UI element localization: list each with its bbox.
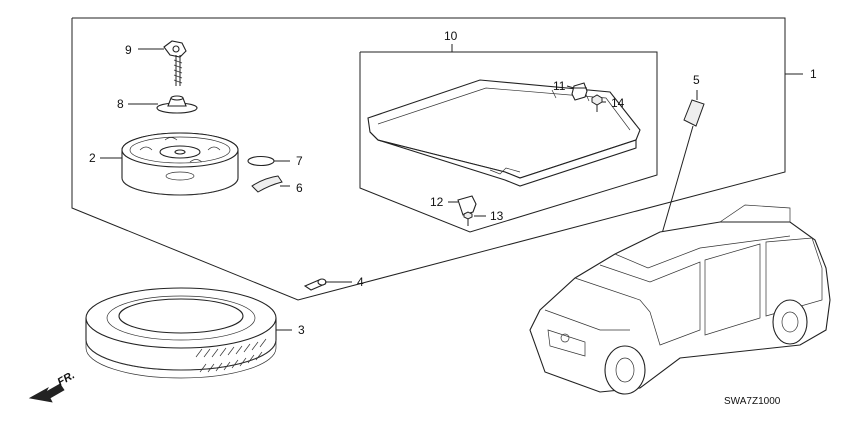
seal-ring-part <box>247 155 275 167</box>
callout-9: 9 <box>125 43 132 57</box>
front-indicator-label: FR. <box>56 369 77 388</box>
label-tag-part <box>683 99 705 127</box>
diagram-code: SWA7Z1000 <box>724 396 781 407</box>
callout-7: 7 <box>296 154 303 168</box>
callout-8: 8 <box>117 97 124 111</box>
callout-13: 13 <box>490 209 504 223</box>
tire-part <box>85 287 277 379</box>
callout-1: 1 <box>810 67 817 81</box>
clip-part-11 <box>571 82 588 101</box>
callout-2: 2 <box>89 151 96 165</box>
callout-10: 10 <box>444 29 458 43</box>
spare-tire-spacer-part <box>156 95 198 114</box>
spare-tire-bolt-part <box>163 40 187 86</box>
leader-lines <box>100 48 606 331</box>
callout-5: 5 <box>693 73 700 87</box>
callout-4: 4 <box>357 275 364 289</box>
callout-14: 14 <box>611 96 625 110</box>
bracket-part-12 <box>457 195 477 216</box>
cargo-floor-lid-part <box>367 79 641 187</box>
callout-3: 3 <box>298 323 305 337</box>
front-direction-arrow-icon <box>28 383 65 403</box>
screw-part-13 <box>463 211 473 226</box>
group-boundary-10 <box>359 51 658 233</box>
group-boundary-1 <box>71 17 786 301</box>
callout-12: 12 <box>430 195 444 209</box>
callout-6: 6 <box>296 181 303 195</box>
pad-part <box>251 175 283 193</box>
valve-part <box>303 278 327 291</box>
spare-wheel-part <box>121 132 239 196</box>
vehicle-illustration <box>529 204 831 395</box>
callout-11: 11 <box>553 79 566 93</box>
